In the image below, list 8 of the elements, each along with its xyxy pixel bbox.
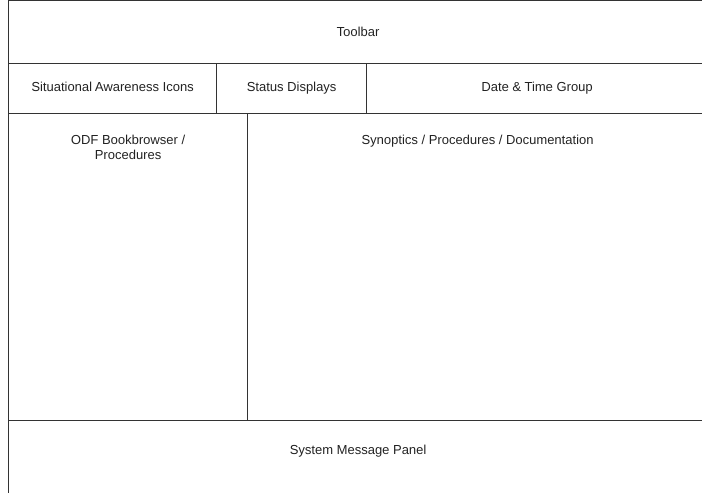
panel-label: Situational Awareness Icons: [31, 79, 194, 94]
panel-label: System Message Panel: [290, 442, 426, 457]
panel-label: Status Displays: [246, 79, 336, 94]
panel-label: Synoptics / Procedures / Documentation: [362, 132, 594, 147]
panel-label: Date & Time Group: [481, 79, 593, 94]
toolbar-panel: [8, 0, 702, 64]
panel-label: ODF Bookbrowser / Procedures: [70, 132, 186, 162]
panel-label: Toolbar: [336, 24, 380, 39]
